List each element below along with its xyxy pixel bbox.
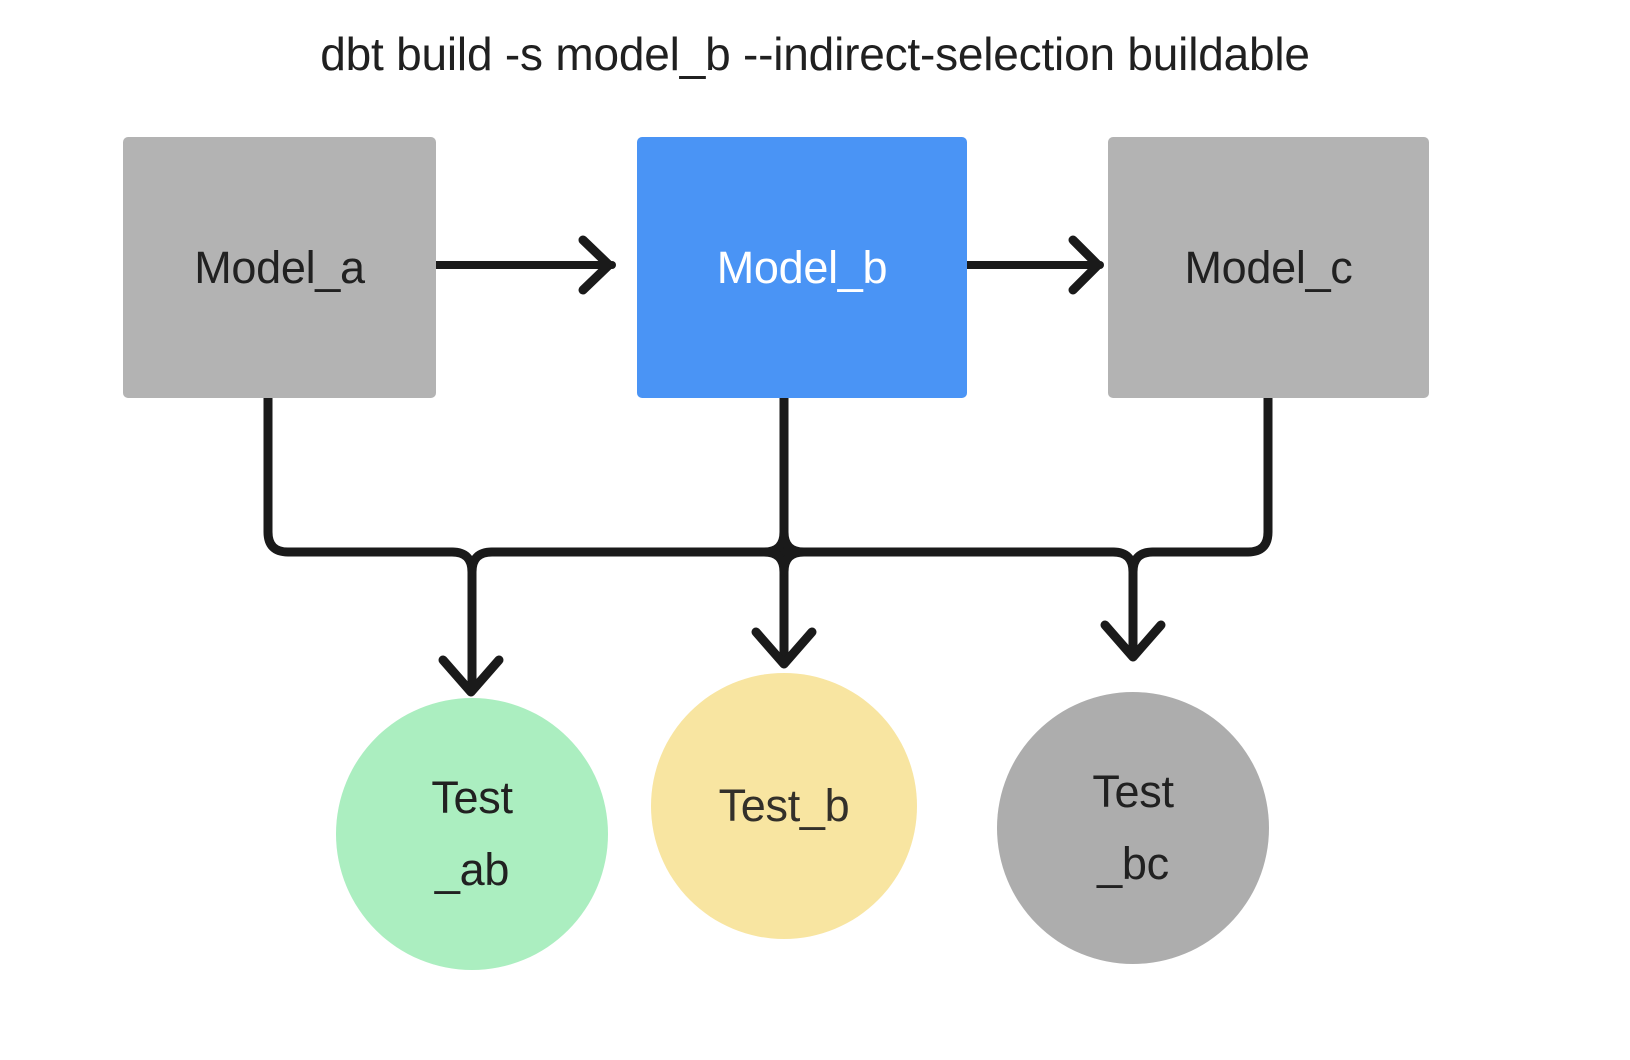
node-model-c-label: Model_c [1184, 241, 1353, 293]
edge-bus-to-test-bc [1100, 547, 1166, 662]
node-test-bc-label-line2: _bc [1097, 838, 1169, 889]
node-test-ab-label-line1: Test [431, 772, 513, 823]
edge-bus-to-test-ab [438, 547, 504, 697]
edge-model-c-to-bus [1148, 393, 1273, 557]
node-test-b-label-line1: Test_b [718, 780, 850, 831]
node-test-ab-label-line2: _ab [434, 844, 510, 895]
node-test-bc-label-line1: Test [1092, 766, 1174, 817]
node-test-ab[interactable]: Test _ab [336, 698, 608, 970]
node-model-b[interactable]: Model_b [637, 137, 967, 398]
node-model-a[interactable]: Model_a [123, 137, 436, 398]
node-model-c[interactable]: Model_c [1108, 137, 1429, 398]
edge-model-b-to-model-c [963, 235, 1104, 295]
diagram-title: dbt build -s model_b --indirect-selectio… [320, 28, 1310, 80]
node-test-bc[interactable]: Test _bc [997, 692, 1269, 964]
edge-model-a-to-model-b [432, 235, 616, 295]
node-model-a-label: Model_a [194, 241, 365, 293]
node-test-b[interactable]: Test_b [651, 673, 917, 939]
node-model-b-label: Model_b [716, 241, 888, 293]
edge-model-b-to-test-b [751, 393, 817, 669]
edge-model-a-to-bus [263, 393, 457, 557]
